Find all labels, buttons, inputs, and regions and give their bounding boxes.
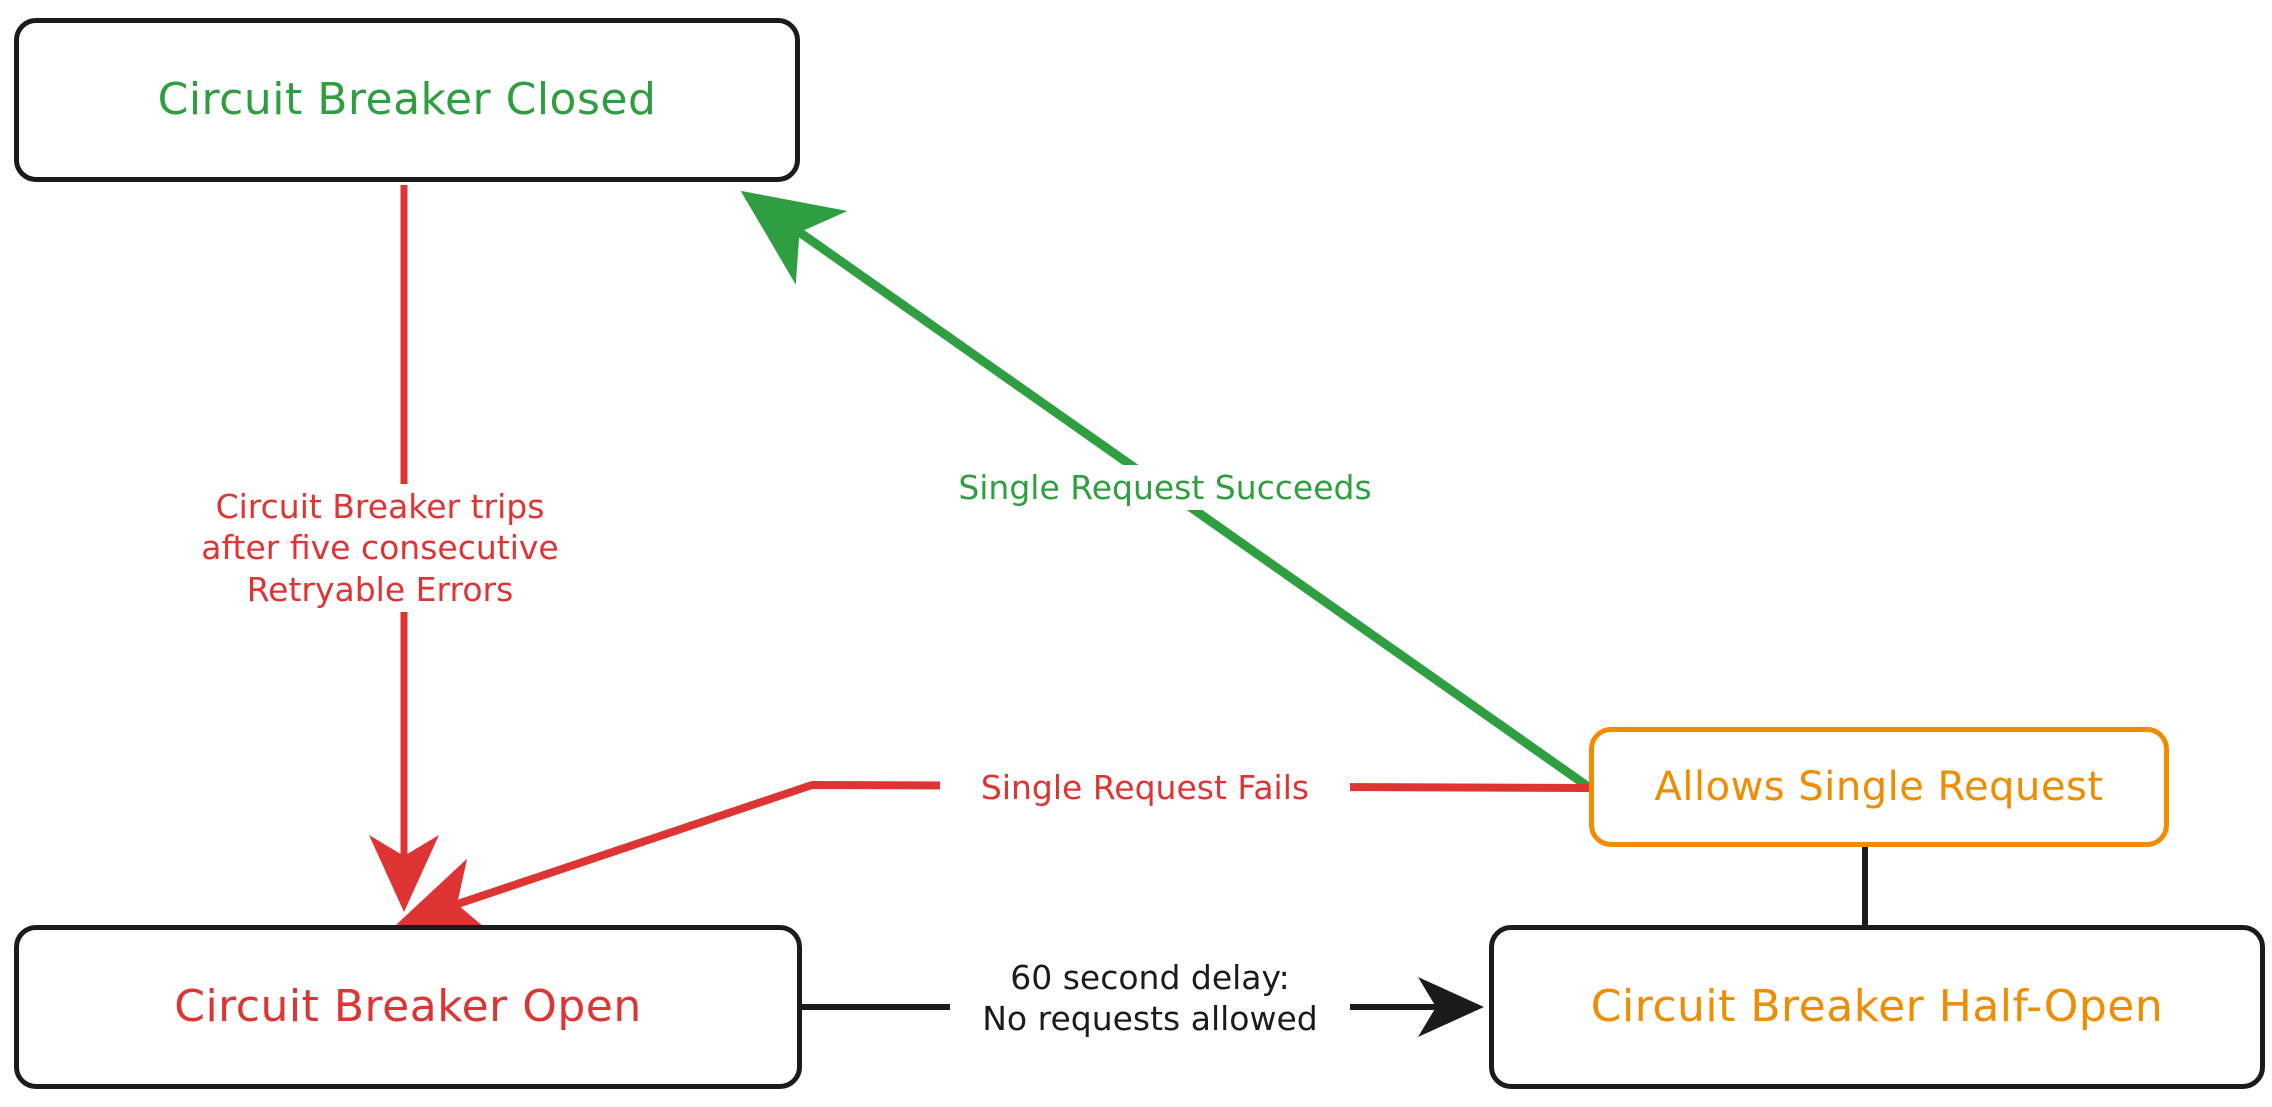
node-label-closed: Circuit Breaker Closed — [157, 73, 657, 125]
edge-label-allows-to-closed: Single Request Succeeds — [920, 465, 1410, 511]
edge-label-open-to-half-open: 60 second delay: No requests allowed — [950, 955, 1350, 1042]
node-circuit-breaker-half-open[interactable]: Circuit Breaker Half-Open — [1489, 925, 2265, 1089]
node-allows-single-request[interactable]: Allows Single Request — [1589, 727, 2169, 847]
node-label-open: Circuit Breaker Open — [174, 980, 642, 1032]
node-circuit-breaker-open[interactable]: Circuit Breaker Open — [14, 925, 802, 1089]
edge-label-allows-to-open: Single Request Fails — [940, 765, 1350, 811]
node-circuit-breaker-closed[interactable]: Circuit Breaker Closed — [14, 18, 800, 182]
node-label-allows-single-request: Allows Single Request — [1654, 764, 2104, 810]
edge-label-closed-to-open: Circuit Breaker trips after five consecu… — [180, 484, 580, 612]
node-label-half-open: Circuit Breaker Half-Open — [1590, 980, 2164, 1032]
